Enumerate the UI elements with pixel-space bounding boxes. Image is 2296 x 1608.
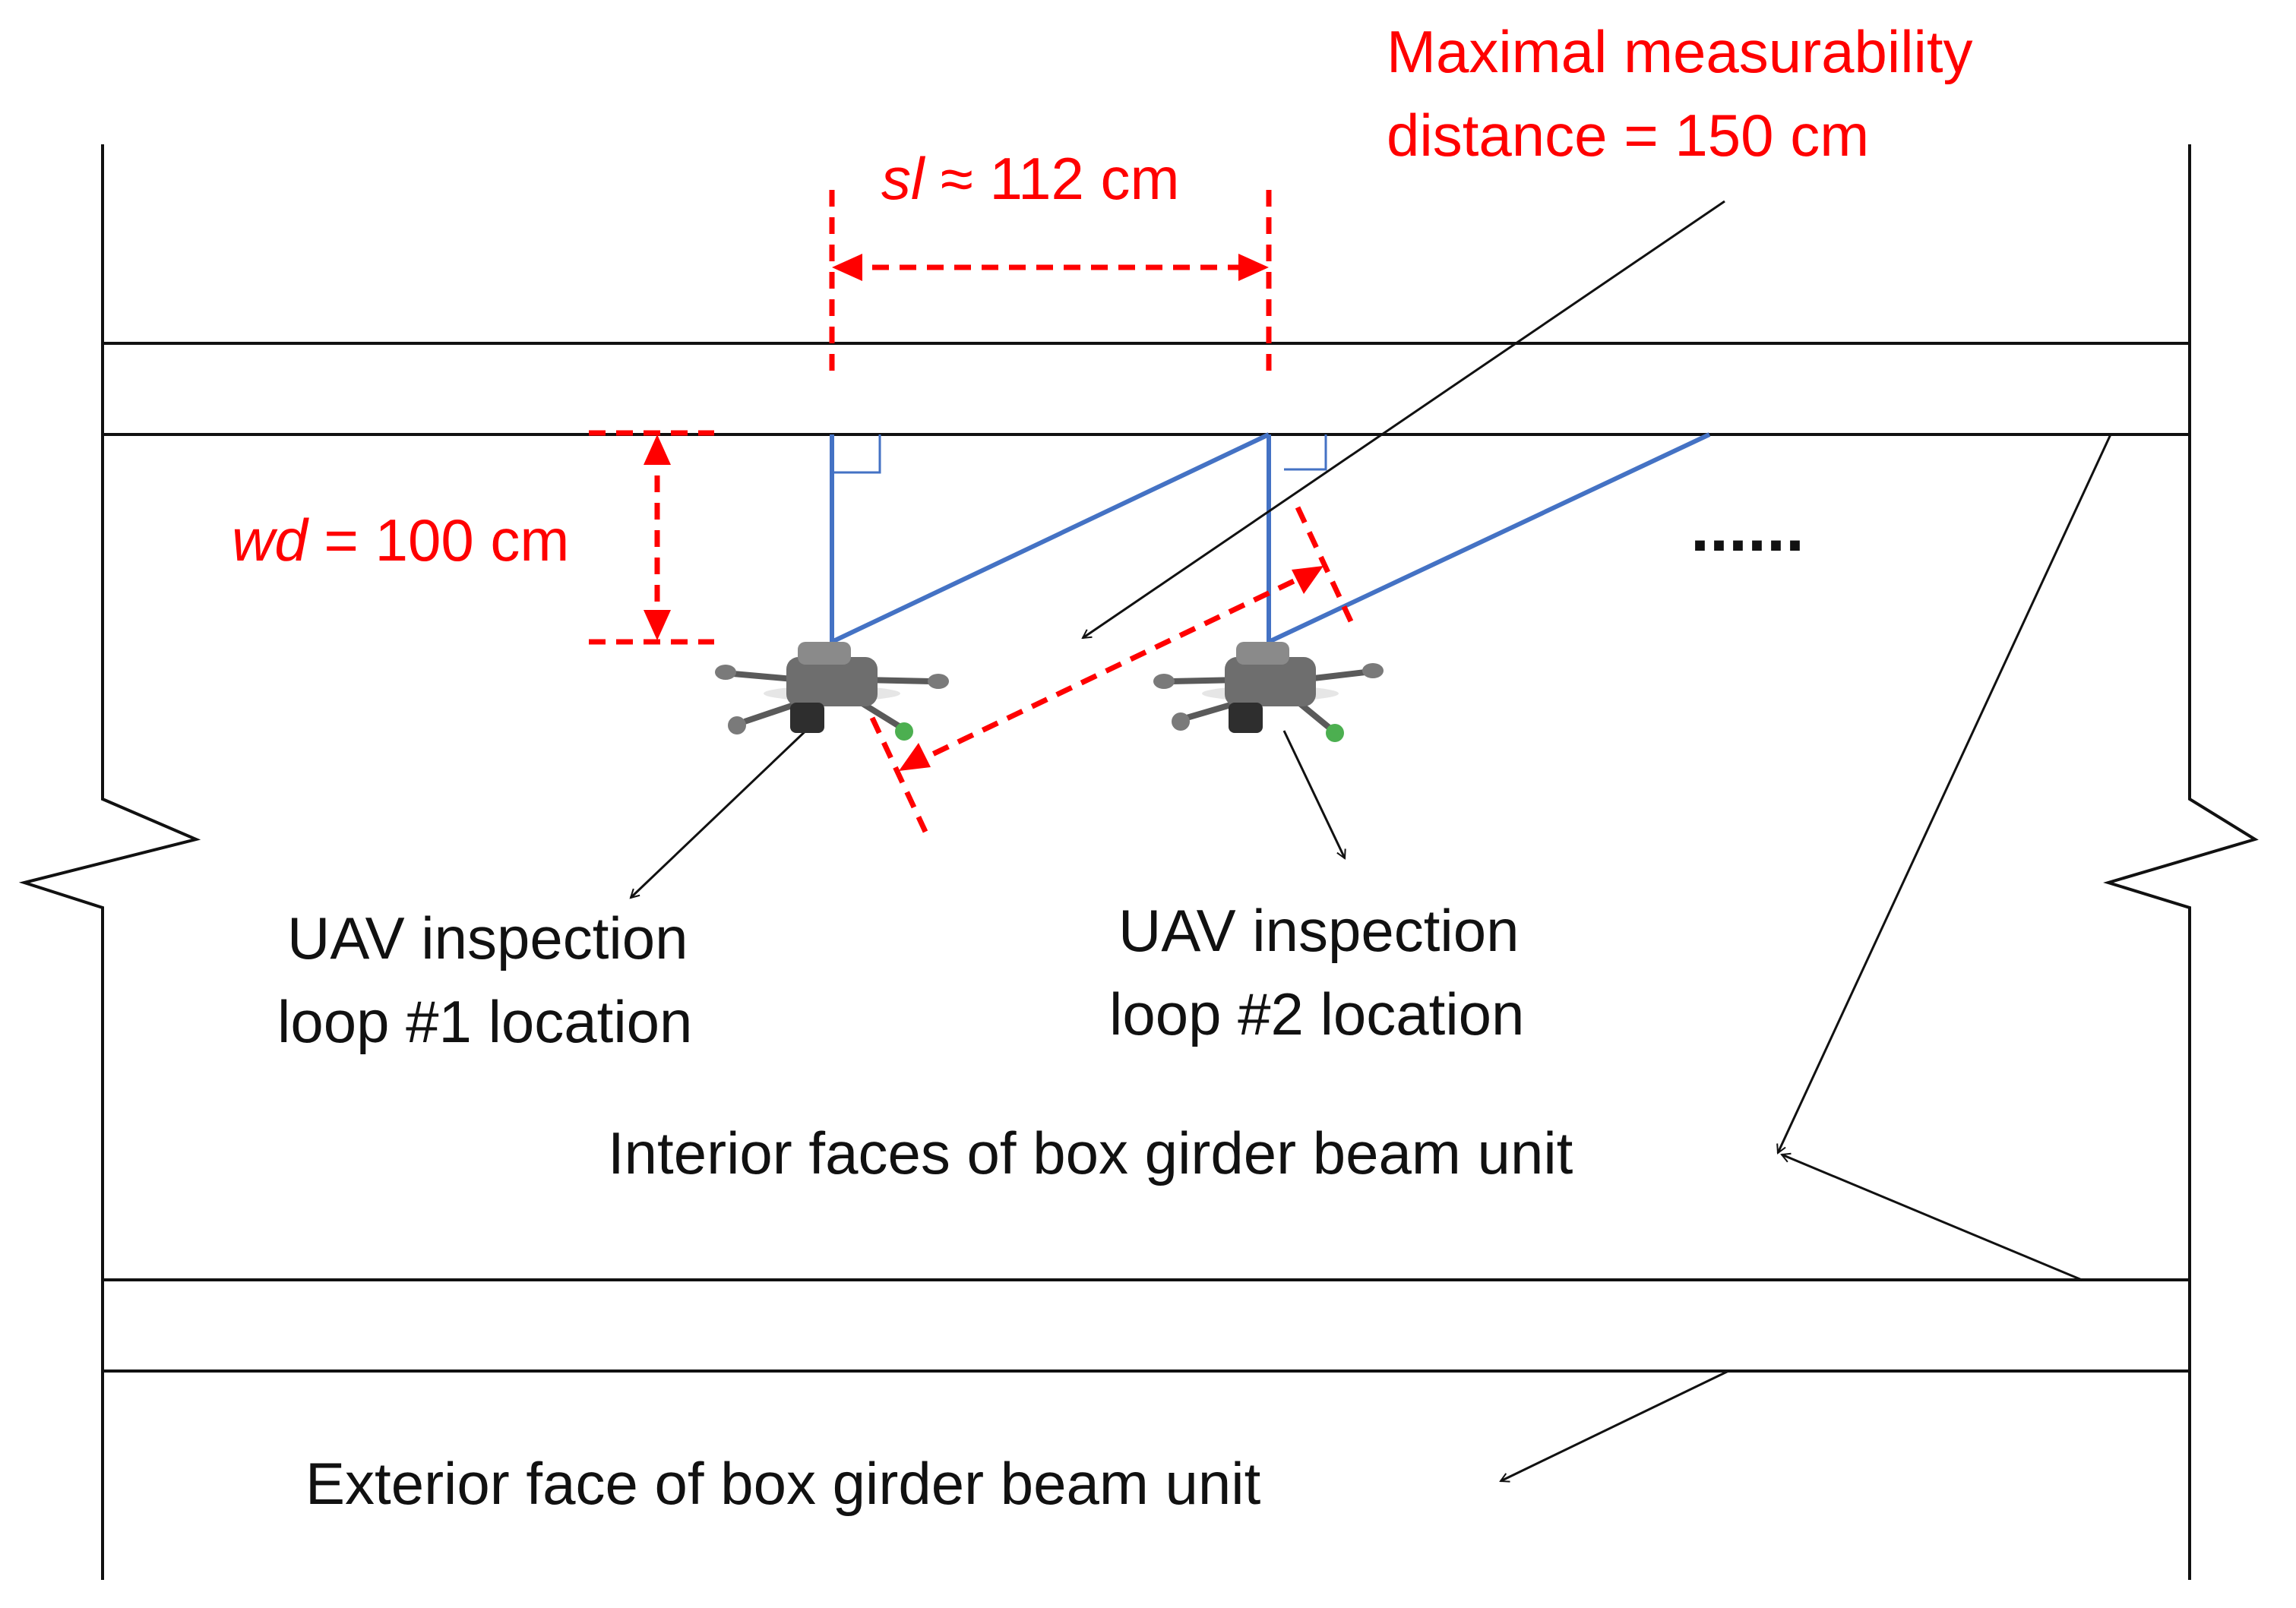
loop1-oblique-ray <box>830 432 1270 644</box>
loop2-leader <box>1282 730 1345 858</box>
loop1-leader <box>631 724 813 898</box>
loop2-label-line1: UAV inspection <box>1118 897 1520 964</box>
wd-value: = 100 cm <box>308 507 570 573</box>
wd-symbol: wd <box>232 507 309 573</box>
dimension-arrowheads <box>644 254 1324 771</box>
dimension-lines <box>589 190 1354 833</box>
loop1-label-line2: loop #1 location <box>277 988 692 1055</box>
sl-label: sl ≈ 112 cm <box>881 145 1180 212</box>
wd-arrowhead-top <box>644 434 671 465</box>
interior-leader-lower <box>1782 1155 2083 1281</box>
right-angle-mark-2 <box>1284 434 1327 471</box>
left-web-breakline <box>18 144 201 1580</box>
max-distance-leader <box>1083 200 1725 640</box>
girder-outline <box>18 144 2259 1580</box>
max-distance-label-line1: Maximal measurability <box>1387 18 1973 85</box>
distance-arrowhead-lower <box>899 743 931 771</box>
distance-arrowhead-upper <box>1292 566 1324 594</box>
exterior-leader <box>1501 1369 1729 1481</box>
wd-arrowhead-bottom <box>644 610 671 640</box>
loop2-label-line2: loop #2 location <box>1109 981 1524 1047</box>
leader-arrows <box>631 200 2112 1481</box>
sl-arrowhead-left <box>832 254 862 281</box>
camera-rays <box>830 432 1711 644</box>
sl-symbol: sl <box>881 145 926 212</box>
loop2-oblique-ray <box>1267 432 1711 644</box>
sl-value: ≈ 112 cm <box>924 145 1179 212</box>
continuation-ellipsis: ...... <box>1690 490 1804 566</box>
wd-label: wd = 100 cm <box>232 507 569 573</box>
uav-drone-icon-loop1 <box>715 642 949 741</box>
loop1-label-line1: UAV inspection <box>287 905 688 971</box>
distance-end-tick-lower <box>869 716 928 833</box>
exterior-face-label: Exterior face of box girder beam unit <box>305 1450 1261 1517</box>
right-angle-mark-1 <box>832 434 881 474</box>
distance-end-tick-upper <box>1295 506 1354 623</box>
right-web-breakline <box>2103 144 2259 1580</box>
interior-faces-label: Interior faces of box girder beam unit <box>608 1120 1573 1186</box>
max-distance-label-line2: distance = 150 cm <box>1387 102 1869 169</box>
sl-arrowhead-right <box>1238 254 1269 281</box>
interior-leader-upper <box>1778 434 2112 1153</box>
uav-drone-icon-loop2 <box>1153 642 1384 742</box>
distance-dimension-arrow <box>907 568 1316 769</box>
